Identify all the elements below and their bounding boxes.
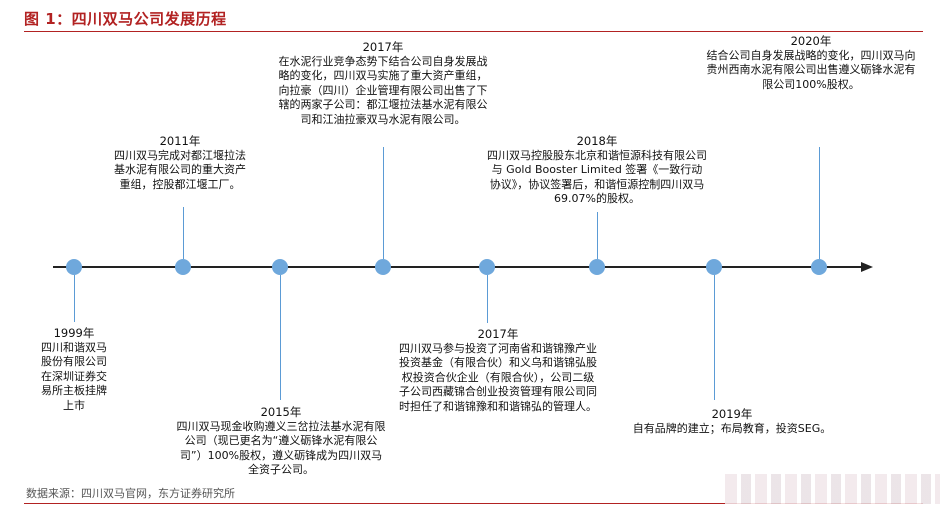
event-text: 四川双马控股股东北京和谐恒源科技有限公司与 Gold Booster Limit… xyxy=(487,148,707,206)
tick-2011 xyxy=(183,207,184,259)
timeline-axis xyxy=(53,266,863,268)
event-year: 2017年 xyxy=(477,327,519,341)
timeline-dot-2019 xyxy=(706,259,722,275)
bottom-rule xyxy=(24,503,923,504)
timeline-dot-2011 xyxy=(175,259,191,275)
timeline-dot-1999 xyxy=(66,259,82,275)
event-text: 四川双马现金收购遵义三岔拉法基水泥有限公司（现已更名为“遵义砺锋水泥有限公司”）… xyxy=(176,419,386,477)
timeline-arrowhead xyxy=(861,262,873,272)
blurred-watermark xyxy=(725,474,940,504)
timeline-dot-2018 xyxy=(589,259,605,275)
event-text: 自有品牌的建立；布局教育，投资SEG。 xyxy=(632,421,832,435)
event-2015: 2015年 四川双马现金收购遵义三岔拉法基水泥有限公司（现已更名为“遵义砺锋水泥… xyxy=(176,405,386,478)
event-year: 1999年 xyxy=(53,326,95,340)
event-2019: 2019年 自有品牌的建立；布局教育，投资SEG。 xyxy=(612,407,852,436)
tick-2018 xyxy=(597,212,598,259)
event-text: 四川双马参与投资了河南省和谐锦豫产业投资基金（有限合伙）和义乌和谐锦弘股权投资合… xyxy=(399,341,597,413)
event-text: 在水泥行业竞争态势下结合公司自身发展战略的变化，四川双马实施了重大资产重组，向拉… xyxy=(278,54,488,126)
event-text: 四川双马完成对都江堰拉法基水泥有限公司的重大资产重组，控股都江堰工厂。 xyxy=(114,148,246,191)
event-year: 2011年 xyxy=(159,134,201,148)
event-2011: 2011年 四川双马完成对都江堰拉法基水泥有限公司的重大资产重组，控股都江堰工厂… xyxy=(110,134,250,192)
tick-2017-a xyxy=(383,147,384,259)
source-note: 数据来源：四川双马官网，东方证券研究所 xyxy=(26,487,235,500)
timeline-dot-2015 xyxy=(272,259,288,275)
event-2018: 2018年 四川双马控股股东北京和谐恒源科技有限公司与 Gold Booster… xyxy=(487,134,707,207)
tick-1999 xyxy=(74,275,75,322)
tick-2020 xyxy=(819,147,820,259)
timeline-dot-2020 xyxy=(811,259,827,275)
event-2020: 2020年 结合公司自身发展战略的变化，四川双马向贵州西南水泥有限公司出售遵义砺… xyxy=(706,34,916,92)
tick-2019 xyxy=(714,275,715,400)
event-text: 四川和谐双马股份有限公司在深圳证券交易所主板挂牌上市 xyxy=(41,340,107,412)
event-2017-a: 2017年 在水泥行业竞争态势下结合公司自身发展战略的变化，四川双马实施了重大资… xyxy=(278,40,488,127)
timeline-dot-2017-b xyxy=(479,259,495,275)
tick-2017-b xyxy=(487,275,488,323)
event-1999: 1999年 四川和谐双马股份有限公司在深圳证券交易所主板挂牌上市 xyxy=(38,326,110,413)
event-year: 2019年 xyxy=(711,407,753,421)
event-text: 结合公司自身发展战略的变化，四川双马向贵州西南水泥有限公司出售遵义砺锋水泥有限公… xyxy=(706,48,916,91)
event-year: 2015年 xyxy=(260,405,302,419)
figure-title: 图 1：四川双马公司发展历程 xyxy=(24,10,227,28)
event-year: 2020年 xyxy=(790,34,832,48)
timeline-dot-2017-a xyxy=(375,259,391,275)
tick-2015 xyxy=(280,275,281,400)
event-year: 2018年 xyxy=(576,134,618,148)
title-underline xyxy=(24,31,923,32)
event-year: 2017年 xyxy=(362,40,404,54)
event-2017-b: 2017年 四川双马参与投资了河南省和谐锦豫产业投资基金（有限合伙）和义乌和谐锦… xyxy=(398,327,598,414)
